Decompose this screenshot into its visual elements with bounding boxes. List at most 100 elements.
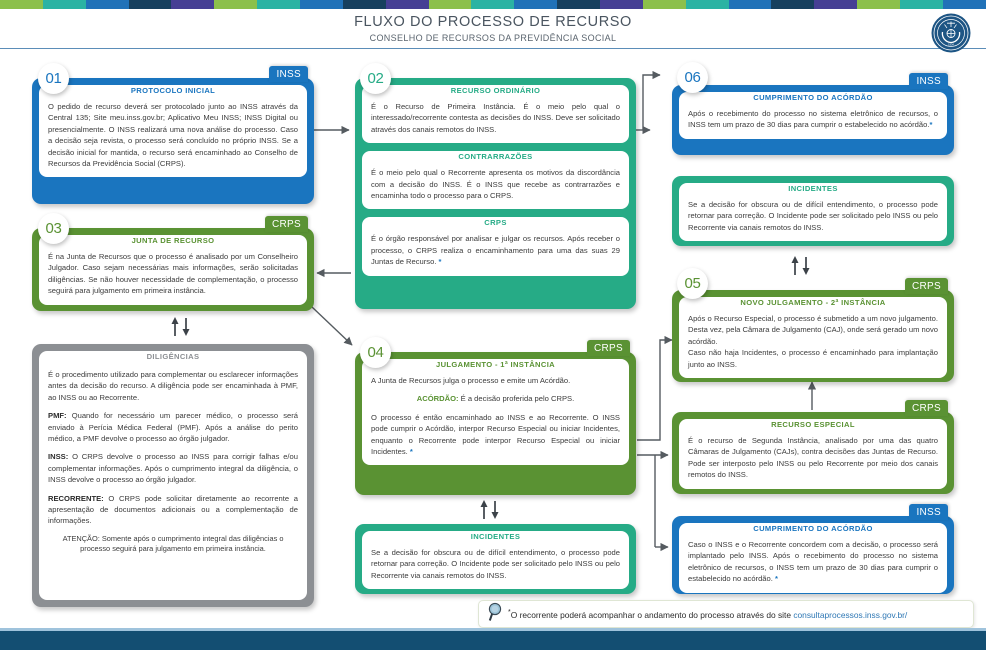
panel-body: Após o recebimento do processo no sistem… [679, 107, 947, 139]
step-01-card: INSS PROTOCOLO INICIAL O pedido de recur… [32, 66, 314, 204]
asterisk-marker: * [774, 574, 778, 584]
panel-title: CUMPRIMENTO DO ACÓRDÃO [737, 523, 889, 534]
org-tag-crps: CRPS [905, 278, 948, 294]
panel-crps: CRPS É o órgão responsável por analisar … [362, 217, 629, 276]
recorrente-text: O CRPS pode solicitar diretamente ao rec… [48, 493, 298, 526]
panel-body: A Junta de Recursos julga o processo e e… [362, 374, 629, 465]
page-title: FLUXO DO PROCESSO DE RECURSO [354, 14, 632, 30]
magnifier-icon [487, 602, 503, 627]
step-05-card: CRPS NOVO JULGAMENTO - 2ª INSTÂNCIA Após… [672, 278, 954, 382]
panel-header: JULGAMENTO - 1ª INSTÂNCIA [362, 359, 629, 375]
panel-title: CUMPRIMENTO DO ACÓRDÃO [737, 92, 889, 103]
panel-paragraph: O pedido de recurso deverá ser protocola… [48, 102, 298, 169]
bottom-bar [0, 628, 986, 650]
acordao-text: É a decisão proferida pelo CRPS. [460, 394, 575, 404]
panel-contrarrazoes: CONTRARRAZÕES É o meio pelo qual o Recor… [362, 151, 629, 210]
step-number-01: 01 [38, 63, 69, 94]
stripe-segment [642, 0, 686, 9]
panel-paragraph: Se a decisão for obscura ou de difícil e… [371, 548, 620, 580]
top-color-stripe [0, 0, 986, 9]
panel-title: RECURSO ESPECIAL [755, 419, 871, 430]
stripe-segment [728, 0, 772, 9]
panel-paragraph: É o recurso de Segunda Instância, analis… [688, 436, 938, 480]
panel-cumprimento-acordao: CUMPRIMENTO DO ACÓRDÃO Após o recebiment… [679, 92, 947, 139]
cumprimento-bottom-card: INSS CUMPRIMENTO DO ACÓRDÃO Caso o INSS … [672, 504, 954, 594]
stripe-segment [342, 0, 386, 9]
panel-header: DILIGÊNCIAS [39, 351, 307, 367]
panel-title: PROTOCOLO INICIAL [114, 85, 232, 96]
panel-body: Caso o INSS e o Recorrente concordem com… [679, 538, 947, 593]
incidentes-right-card: INCIDENTES Se a decisão for obscura ou d… [672, 176, 954, 246]
stripe-segment [171, 0, 215, 9]
pmf-text: Quando for necessário um parecer médico,… [48, 411, 298, 444]
panel-title: INCIDENTES [772, 183, 854, 194]
step-number-05: 05 [677, 268, 708, 299]
panel-title: INCIDENTES [454, 531, 537, 542]
panel-recurso-especial: RECURSO ESPECIAL É o recurso de Segunda … [679, 419, 947, 489]
step-number-06: 06 [677, 62, 708, 93]
org-tag-inss: INSS [269, 66, 308, 82]
diligencias-card: DILIGÊNCIAS É o procedimento utilizado p… [32, 344, 314, 607]
footnote-text: *O recorrente poderá acompanhar o andame… [508, 609, 907, 620]
asterisk-marker: * [409, 447, 413, 457]
stripe-segment [600, 0, 643, 9]
stripe-segment [42, 0, 86, 9]
panel-paragraph-atencao: ATENÇÃO: Somente após o cumprimento inte… [62, 533, 284, 554]
recurso-especial-card: CRPS RECURSO ESPECIAL É o recurso de Seg… [672, 400, 954, 494]
step-02-card: RECURSO ORDINÁRIO É o Recurso de Primeir… [355, 78, 636, 309]
panel-paragraph: A Junta de Recursos julga o processo e e… [371, 376, 571, 385]
panel-title: RECURSO ORDINÁRIO [434, 85, 557, 96]
panel-title: JUNTA DE RECURSO [115, 235, 231, 246]
panel-junta-de-recurso: JUNTA DE RECURSO É na Junta de Recursos … [39, 235, 307, 305]
stripe-segment [557, 0, 601, 9]
panel-header: RECURSO ORDINÁRIO [362, 85, 629, 101]
panel-recurso-ordinario: RECURSO ORDINÁRIO É o Recurso de Primeir… [362, 85, 629, 144]
inss-text: O CRPS devolve o processo ao INSS para c… [48, 452, 298, 485]
panel-paragraph: É o Recurso de Primeira Instância. É o m… [371, 102, 620, 134]
panel-paragraph: Após o Recurso Especial, o processo é su… [688, 314, 938, 346]
panel-paragraph: É o procedimento utilizado para compleme… [48, 370, 298, 402]
panel-paragraph: Se a decisão for obscura ou de difícil e… [688, 200, 938, 232]
org-tag-crps: CRPS [587, 340, 630, 356]
panel-julgamento-1a: JULGAMENTO - 1ª INSTÂNCIA A Junta de Rec… [362, 359, 629, 466]
panel-header: INCIDENTES [362, 531, 629, 547]
asterisk-marker: * [438, 257, 442, 267]
panel-paragraph: Caso não haja Incidentes, o processo é e… [688, 348, 938, 369]
stripe-segment [857, 0, 901, 9]
panel-protocolo-inicial: PROTOCOLO INICIAL O pedido de recurso de… [39, 85, 307, 178]
stripe-segment [942, 0, 986, 9]
panel-title: NOVO JULGAMENTO - 2ª INSTÂNCIA [724, 297, 902, 308]
panel-title: CRPS [468, 217, 523, 229]
page-subtitle: CONSELHO DE RECURSOS DA PREVIDÊNCIA SOCI… [369, 33, 617, 43]
org-tag-inss: INSS [909, 73, 948, 89]
svg-text:1934: 1934 [948, 43, 954, 47]
panel-paragraph: Caso o INSS e o Recorrente concordem com… [688, 540, 938, 584]
panel-diligencias: DILIGÊNCIAS É o procedimento utilizado p… [39, 351, 307, 600]
footnote-star: * [508, 608, 511, 616]
footnote-link[interactable]: consultaprocessos.inss.gov.br/ [793, 609, 908, 620]
header-title-block: FLUXO DO PROCESSO DE RECURSO CONSELHO DE… [0, 14, 986, 43]
panel-novo-julgamento-2a: NOVO JULGAMENTO - 2ª INSTÂNCIA Após o Re… [679, 297, 947, 379]
panel-incidentes: INCIDENTES Se a decisão for obscura ou d… [362, 531, 629, 590]
panel-body: É o Recurso de Primeira Instância. É o m… [362, 100, 629, 143]
panel-paragraph: É o meio pelo qual o Recorrente apresent… [371, 168, 620, 201]
panel-header: CONTRARRAZÕES [362, 151, 629, 168]
stripe-segment [428, 0, 472, 9]
panel-paragraph-recorrente: RECORRENTE: O CRPS pode solicitar direta… [48, 493, 298, 527]
stripe-segment [85, 0, 129, 9]
incidentes-mid-card: INCIDENTES Se a decisão for obscura ou d… [355, 524, 636, 594]
panel-body: É o recurso de Segunda Instância, analis… [679, 434, 947, 489]
panel-header: PROTOCOLO INICIAL [39, 85, 307, 101]
panel-body: O pedido de recurso deverá ser protocola… [39, 100, 307, 177]
panel-header: JUNTA DE RECURSO [39, 235, 307, 251]
acordao-label: ACÓRDÃO: [416, 394, 459, 404]
panel-incidentes: INCIDENTES Se a decisão for obscura ou d… [679, 183, 947, 242]
panel-body: É o órgão responsável por analisar e jul… [362, 232, 629, 275]
panel-cumprimento-acordao: CUMPRIMENTO DO ACÓRDÃO Caso o INSS e o R… [679, 523, 947, 593]
stripe-segment [0, 0, 43, 9]
step-03-card: CRPS JUNTA DE RECURSO É na Junta de Recu… [32, 216, 314, 311]
lead-inss: INSS: [48, 452, 69, 462]
panel-body: Após o Recurso Especial, o processo é su… [679, 312, 947, 378]
stripe-segment [814, 0, 858, 9]
